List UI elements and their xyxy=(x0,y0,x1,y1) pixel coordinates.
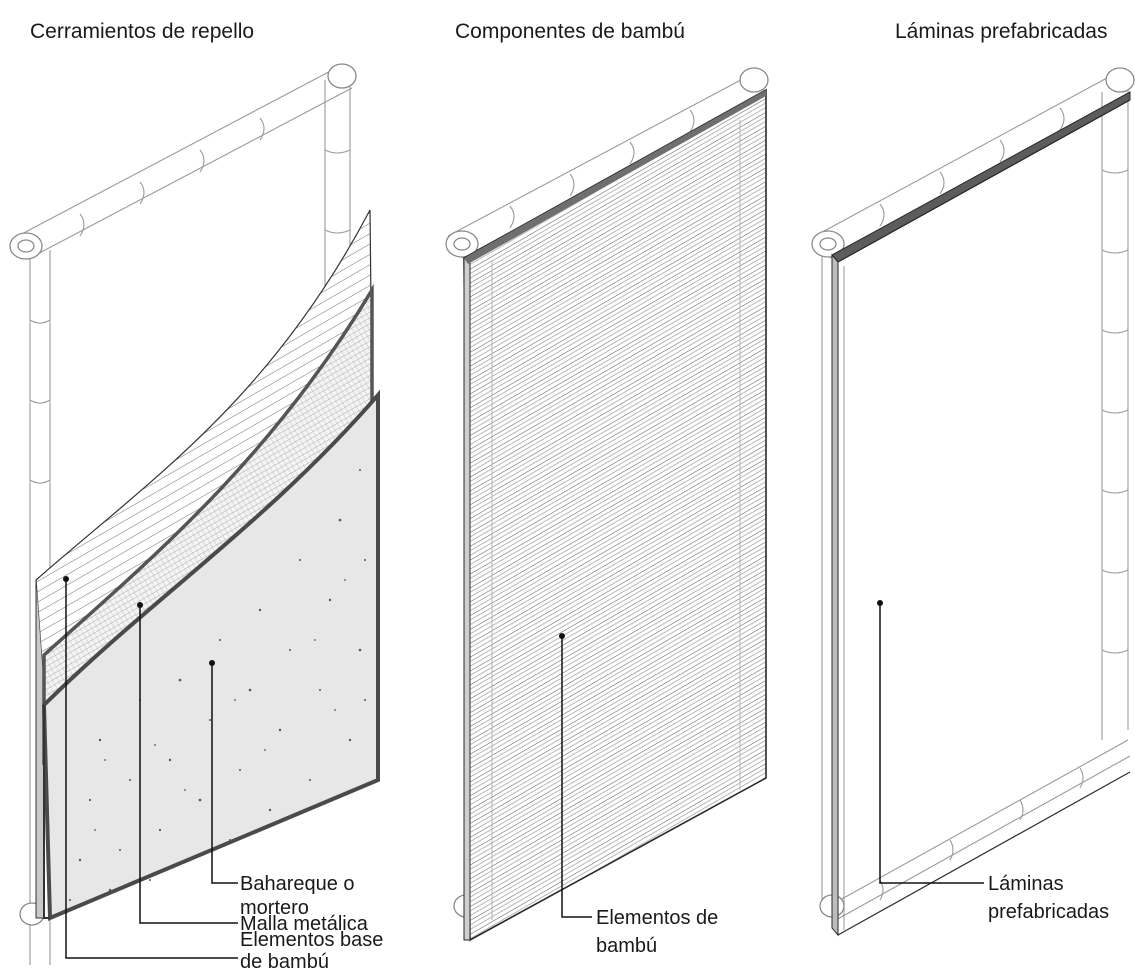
label-elementos-base-line2: de bambú xyxy=(240,951,329,973)
repello-bamboo-frame xyxy=(9,63,357,965)
repello-wall-drawing xyxy=(9,63,380,965)
bambu-leaders xyxy=(559,633,592,918)
laminas-prefab-sheet xyxy=(831,91,1131,937)
leader-line-bambu xyxy=(561,636,592,918)
leader-line-mesh xyxy=(139,605,238,924)
leader-line-base xyxy=(65,579,238,959)
panel-heading-repello: Cerramientos de repello xyxy=(30,20,254,43)
leader-line-mortar xyxy=(211,663,238,884)
bambu-wall-drawing xyxy=(445,67,769,942)
laminas-wall-drawing xyxy=(811,67,1135,937)
laminas-leaders xyxy=(877,600,984,884)
label-elementos-bambu: Elementos de bambú xyxy=(596,907,724,957)
label-malla-metalica: Malla metálica xyxy=(240,913,369,935)
label-laminas-prefabricadas: Láminas prefabricadas xyxy=(988,873,1109,923)
label-elementos-base: Elementos base xyxy=(240,929,383,951)
bambu-slat-panel xyxy=(463,88,767,942)
panel-heading-laminas: Láminas prefabricadas xyxy=(895,20,1107,43)
repello-mortar-layer xyxy=(41,389,380,921)
panel-heading-bambu: Componentes de bambú xyxy=(455,20,685,43)
label-bahareque-mortero: Bahareque o mortero xyxy=(240,873,360,919)
repello-mortar-texture xyxy=(69,469,366,901)
repello-leaders xyxy=(63,576,238,959)
laminas-bamboo-frame xyxy=(811,67,1135,921)
leader-line-laminas xyxy=(879,603,984,884)
